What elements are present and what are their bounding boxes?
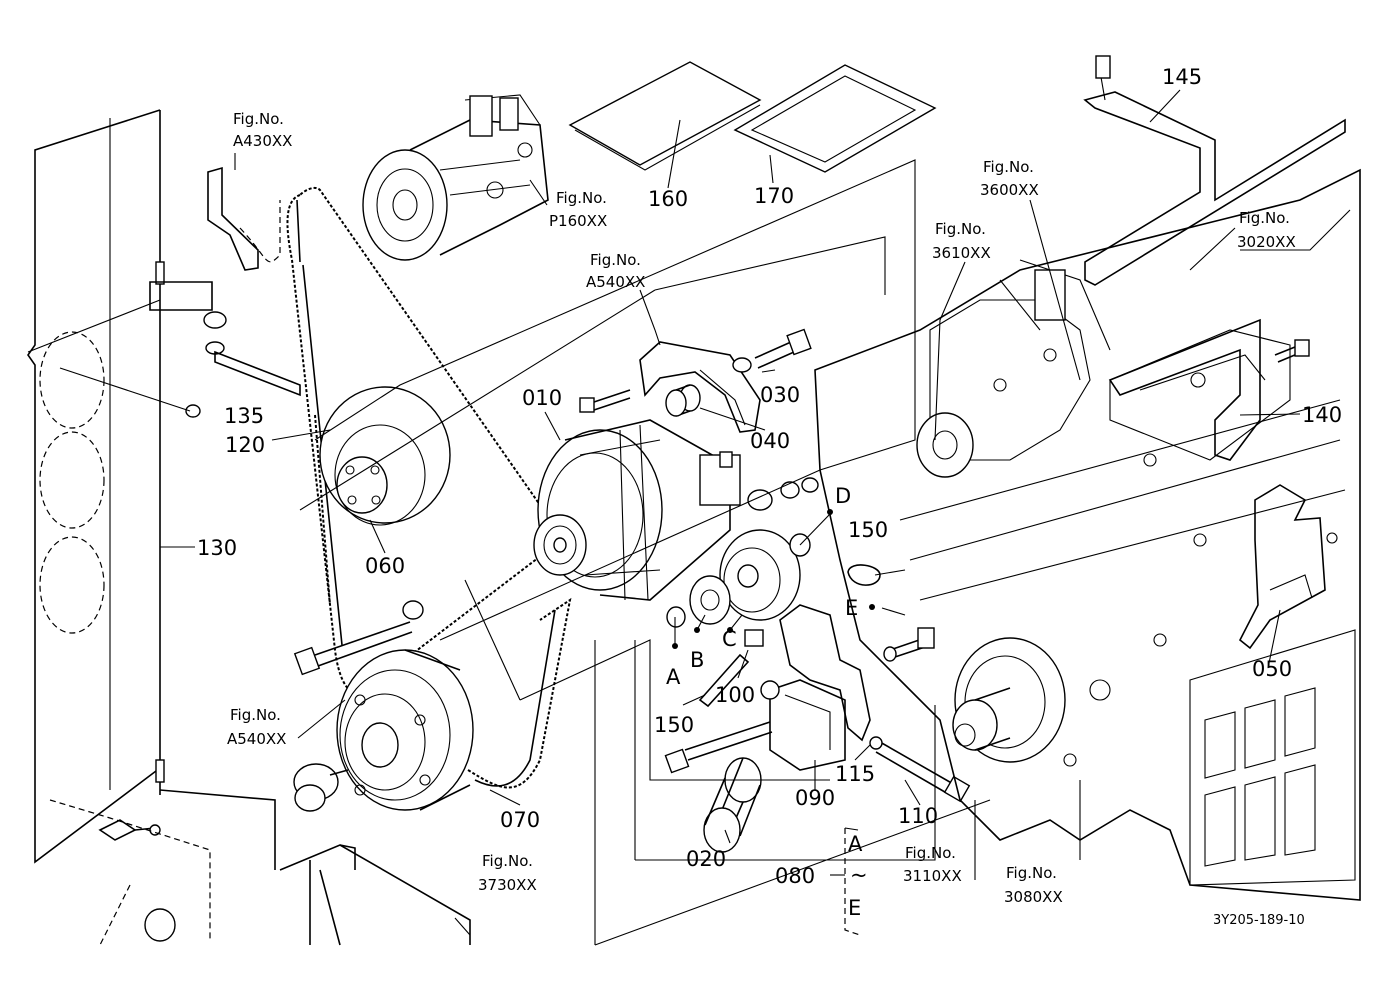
alternator-adjuster-arm: [639, 341, 761, 433]
fig-label-p160: Fig.No.: [556, 189, 607, 207]
stud-e: [883, 627, 935, 662]
part-label-050: 050: [1252, 657, 1292, 681]
part-label-170: 170: [754, 184, 794, 208]
belt-cover-panel: [27, 109, 276, 870]
fig-label-a540-lower: Fig.No.: [230, 706, 281, 724]
sheet-170: [733, 64, 937, 173]
bolt-alternator-upper: [579, 389, 631, 413]
fig-label-3020: Fig.No.: [1239, 209, 1290, 227]
fig-ref-3020: 3020XX: [1237, 233, 1296, 251]
bolt-030: [754, 328, 812, 369]
fig-ref-p160: P160XX: [549, 212, 607, 230]
part-label-120: 120: [225, 433, 265, 457]
fig-ref-3110: 3110XX: [903, 867, 962, 885]
marker-e: E: [845, 596, 858, 620]
part-label-060: 060: [365, 554, 405, 578]
engine-block: [814, 168, 1361, 901]
part-label-090: 090: [795, 786, 835, 810]
marker-b: B: [690, 648, 704, 672]
fig-label-a540-upper: Fig.No.: [590, 251, 641, 269]
part-label-080: 080: [775, 864, 815, 888]
fig-label-3610: Fig.No.: [935, 220, 986, 238]
part-label-150-lower: 150: [654, 713, 694, 737]
bracket-140: [1108, 318, 1310, 461]
part-label-140: 140: [1302, 403, 1342, 427]
idler-pulley: [666, 477, 819, 628]
tension-bracket: [760, 604, 871, 771]
fig-label-3600: Fig.No.: [983, 158, 1034, 176]
fig-ref-a540-upper: A540XX: [586, 273, 645, 291]
crankshaft-gear: [952, 637, 1066, 763]
cover-bracket: [149, 166, 301, 397]
crank-bolt: [293, 600, 424, 676]
fig-ref-a430: A430XX: [233, 132, 292, 150]
marker-dots: [672, 509, 875, 649]
bolt-tension-long: [664, 721, 773, 774]
range-separator: ~: [850, 863, 868, 887]
collar-020: [703, 757, 762, 853]
leader-lines: [160, 89, 1351, 946]
fig-ref-3600: 3600XX: [980, 181, 1039, 199]
part-label-070: 070: [500, 808, 540, 832]
fig-ref-3730: 3730XX: [478, 876, 537, 894]
part-label-020: 020: [686, 847, 726, 871]
part-label-135: 135: [224, 404, 264, 428]
crank-washer: [293, 763, 349, 812]
fig-ref-a540-lower: A540XX: [227, 730, 286, 748]
fig-label-3080: Fig.No.: [1006, 864, 1057, 882]
part-label-030: 030: [760, 383, 800, 407]
marker-a: A: [666, 665, 681, 689]
part-label-145: 145: [1162, 65, 1202, 89]
clip-and-stud: [698, 564, 906, 708]
bottom-left-fittings: [49, 799, 471, 946]
fig-label-3730: Fig.No.: [482, 852, 533, 870]
range-end: E: [848, 896, 861, 920]
range-start: A: [848, 832, 863, 856]
part-label-150-upper: 150: [848, 518, 888, 542]
part-label-110: 110: [898, 804, 938, 828]
crank-pulley: [336, 649, 474, 811]
marker-c: C: [722, 627, 737, 651]
figure-reference: 3Y205-189-10: [1213, 913, 1305, 928]
ac-compressor: [362, 94, 549, 261]
collar-040: [665, 384, 701, 417]
bolt-135: [59, 367, 201, 418]
part-label-040: 040: [750, 429, 790, 453]
bracket-050: [1238, 484, 1338, 650]
part-label-130: 130: [197, 536, 237, 560]
part-label-160: 160: [648, 187, 688, 211]
fig-ref-3610: 3610XX: [932, 244, 991, 262]
part-label-115: 115: [835, 762, 875, 786]
bolt-110: [869, 736, 971, 803]
marker-d: D: [835, 484, 851, 508]
part-label-010: 010: [522, 386, 562, 410]
fig-ref-3080: 3080XX: [1004, 888, 1063, 906]
part-label-100: 100: [715, 683, 755, 707]
fig-label-3110: Fig.No.: [905, 844, 956, 862]
sheet-160: [568, 61, 762, 171]
fig-label-a430: Fig.No.: [233, 110, 284, 128]
alternator: [533, 419, 741, 601]
bracket-145: [1083, 55, 1346, 286]
fan-pulley: [319, 386, 451, 526]
